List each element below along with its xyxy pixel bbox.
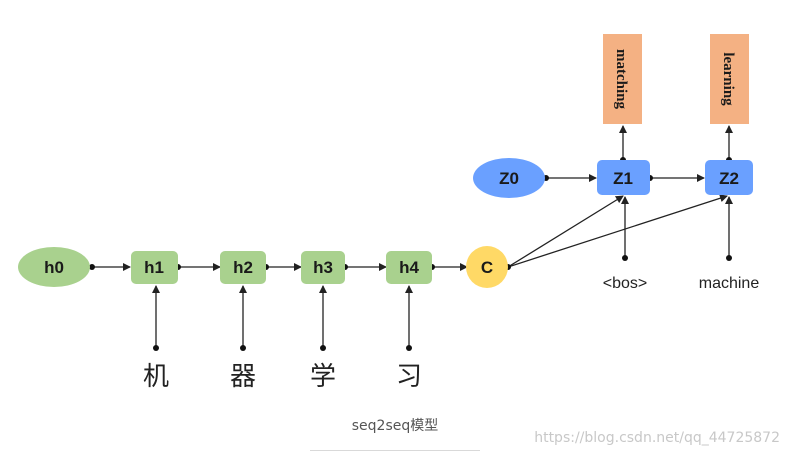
dot <box>406 345 412 351</box>
input-char-2: 器 <box>230 362 256 392</box>
dot <box>726 255 732 261</box>
dot <box>240 345 246 351</box>
output-box-2: learning <box>710 34 749 124</box>
node-h2-label: h2 <box>233 258 253 277</box>
connectors <box>92 125 733 348</box>
node-h1-label: h1 <box>144 258 164 277</box>
figure-caption: seq2seq模型 <box>351 418 439 434</box>
caption-underline <box>310 450 480 451</box>
node-h3-label: h3 <box>313 258 333 277</box>
dot <box>153 345 159 351</box>
node-z0-label: Z0 <box>499 169 519 188</box>
node-h0: h0 <box>18 247 90 287</box>
input-char-4: 习 <box>396 362 422 392</box>
node-context: C <box>466 246 508 288</box>
watermark-url: https://blog.csdn.net/qq_44725872 <box>534 430 780 446</box>
node-h1: h1 <box>131 251 178 284</box>
decoder-input-bos: <bos> <box>603 275 647 292</box>
decoder-input-machine: machine <box>699 275 760 292</box>
output-box-1: matching <box>603 34 642 124</box>
node-z1-label: Z1 <box>613 169 633 188</box>
dot <box>320 345 326 351</box>
output-word-1: matching <box>613 49 629 110</box>
node-z2-label: Z2 <box>719 169 739 188</box>
node-z0: Z0 <box>473 158 545 198</box>
input-char-1: 机 <box>143 362 169 392</box>
edge-c-z1 <box>507 195 624 268</box>
node-h3: h3 <box>301 251 345 284</box>
node-context-label: C <box>481 258 493 277</box>
edge-c-z2 <box>507 194 728 268</box>
input-char-3: 学 <box>310 362 336 392</box>
dot <box>89 264 95 270</box>
node-h4-label: h4 <box>399 258 419 277</box>
node-h0-label: h0 <box>44 258 64 277</box>
node-z2: Z2 <box>705 160 753 195</box>
dot <box>622 255 628 261</box>
node-z1: Z1 <box>597 160 650 195</box>
node-h4: h4 <box>386 251 432 284</box>
node-h2: h2 <box>220 251 266 284</box>
output-word-2: learning <box>720 52 736 106</box>
